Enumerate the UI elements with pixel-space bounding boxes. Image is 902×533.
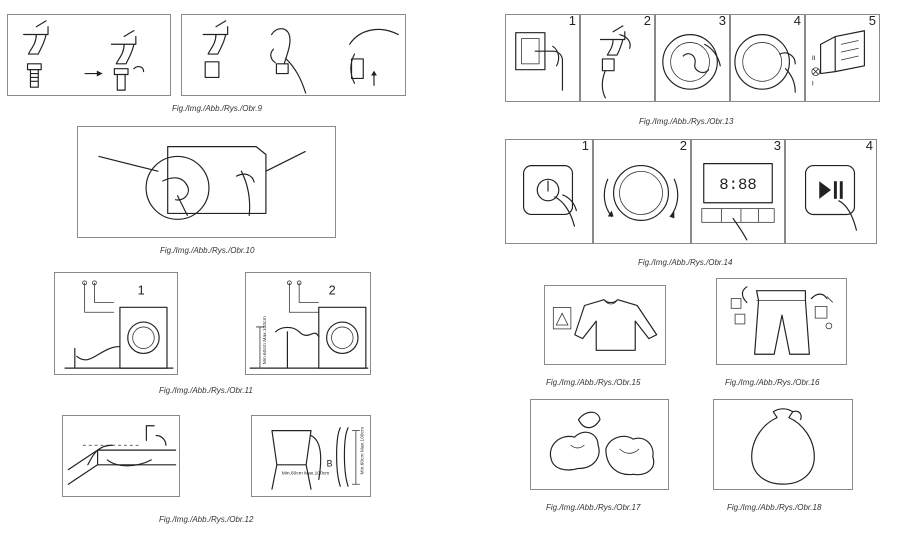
- start-pause-button-illustration: [804, 164, 858, 231]
- caption-fig13: Fig./Img./Abb./Rys./Obr.13: [639, 117, 734, 126]
- tie-laundry-illustration: [549, 411, 655, 476]
- fig17-panel: [530, 399, 669, 490]
- display-panel-illustration: 8:88: [701, 163, 775, 241]
- caption-fig16: Fig./Img./Abb./Rys./Obr.16: [725, 378, 820, 387]
- fig12-hose-label: Min.60cm Max.100cm: [360, 427, 366, 475]
- fig12-panel-left: [62, 415, 180, 497]
- fig18-panel: [713, 399, 853, 490]
- empty-pockets-illustration: [730, 286, 834, 355]
- fig14-step-number-4: 4: [865, 138, 873, 153]
- fig12-b-label: B: [327, 459, 333, 469]
- plug-socket-illustration: [515, 32, 564, 91]
- caption-fig10: Fig./Img./Abb./Rys./Obr.10: [160, 246, 255, 255]
- fig13-step-5: II I 5: [805, 13, 880, 102]
- fig14-step-2: 2: [593, 138, 691, 244]
- tub-drain-illustration: Min.60cm Max.100cm Min.60cm Max.100cm B: [271, 427, 366, 490]
- caption-fig14: Fig./Img./Abb./Rys./Obr.14: [638, 258, 733, 267]
- caption-fig9: Fig./Img./Abb./Rys./Obr.9: [172, 104, 262, 113]
- machine-back-hose-illustration: [98, 146, 306, 220]
- fig14-step-1: 1: [505, 138, 593, 244]
- fig13-step-1: 1: [505, 13, 580, 102]
- fig9-panel-left: [7, 14, 171, 96]
- power-button-illustration: [523, 165, 577, 227]
- fig14-step-number-3: 3: [773, 138, 781, 153]
- load-laundry-illustration: [662, 34, 721, 90]
- caption-fig17: Fig./Img./Abb./Rys./Obr.17: [546, 503, 641, 512]
- fig16-panel: [716, 278, 847, 365]
- fig11-step-2: 2: [329, 283, 336, 298]
- fig13-step-2: 2: [580, 13, 655, 102]
- program-dial-illustration: [603, 164, 679, 221]
- detergent-drawer-illustration: II I: [811, 30, 865, 87]
- fig13-drawer-label-2: II: [812, 55, 816, 62]
- fig12-panel-right: Min.60cm Max.100cm Min.60cm Max.100cm B: [251, 415, 371, 497]
- fig13-step-number-1: 1: [568, 13, 576, 28]
- fig10-panel: [77, 126, 336, 238]
- tap-turn-illustration: [599, 25, 631, 99]
- laundry-net-bag-illustration: [751, 408, 815, 485]
- fig14-step-4: 4: [785, 138, 877, 244]
- drain-floor-illustration: 1: [64, 280, 174, 369]
- fig15-panel: [544, 285, 666, 365]
- fig13-step-4: 4: [730, 13, 805, 102]
- fig11-height-label: Min.60cm Max.100cm: [262, 316, 268, 364]
- fig11-step-1: 1: [138, 283, 145, 298]
- fig13-step-number-2: 2: [643, 13, 651, 28]
- tap-attach-illustration: [23, 20, 145, 91]
- close-door-illustration: [734, 34, 796, 93]
- sweater-care-label-illustration: [552, 299, 658, 351]
- fig9-panel-right: [181, 14, 406, 96]
- caption-fig12: Fig./Img./Abb./Rys./Obr.12: [159, 515, 254, 524]
- fig13-drawer-label-1: I: [812, 80, 814, 87]
- fig14-step-number-2: 2: [679, 138, 687, 153]
- fig14-step-3: 8:88 3: [691, 138, 785, 244]
- fig12-height-label: Min.60cm Max.100cm: [282, 471, 330, 477]
- fig13-step-number-5: 5: [868, 13, 876, 28]
- drain-standpipe-illustration: Min.60cm Max.100cm 2: [249, 280, 369, 369]
- caption-fig18: Fig./Img./Abb./Rys./Obr.18: [727, 503, 822, 512]
- hose-connect-illustration: [202, 20, 399, 94]
- fig13-step-3: 3: [655, 13, 730, 102]
- fig14-step-number-1: 1: [581, 138, 589, 153]
- fig14-display-digits: 8:88: [719, 176, 757, 194]
- fig11-panel-1: 1: [54, 272, 178, 375]
- caption-fig11: Fig./Img./Abb./Rys./Obr.11: [159, 386, 253, 395]
- fig13-step-number-3: 3: [718, 13, 726, 28]
- fig13-step-number-4: 4: [793, 13, 801, 28]
- sink-drain-illustration: [67, 425, 177, 485]
- caption-fig15: Fig./Img./Abb./Rys./Obr.15: [546, 378, 641, 387]
- fig11-panel-2: Min.60cm Max.100cm 2: [245, 272, 371, 375]
